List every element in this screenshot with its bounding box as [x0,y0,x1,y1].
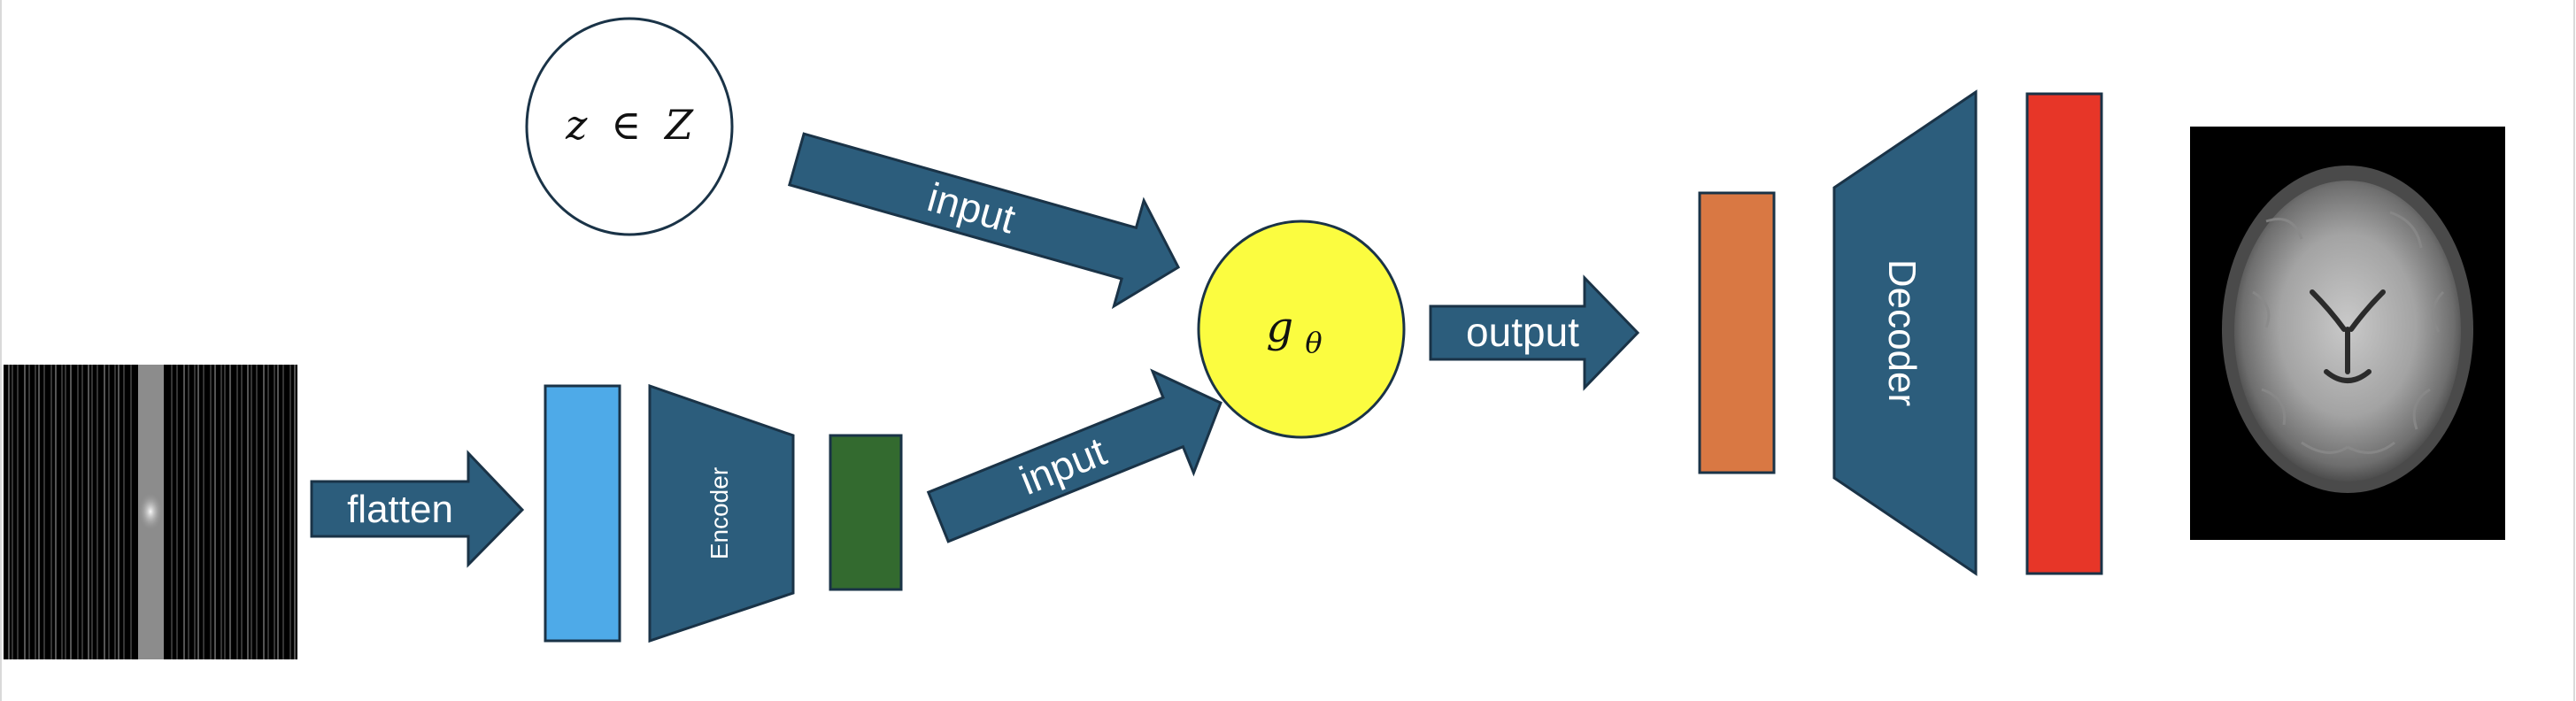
generator-symbol: g [1266,303,1293,352]
generator-subscript: θ [1305,326,1322,359]
latent-code-block [829,434,903,591]
decoder-output-block [2025,92,2103,575]
output-arrow: output [1429,274,1640,391]
input-arrow-top: input [787,132,1181,310]
encoder-block: Encoder [648,383,795,643]
flattened-vector-block [544,384,621,643]
latent-set: Z [663,101,694,149]
brain-ventricles [2310,289,2386,383]
output-label: output [1466,309,1579,355]
encoder-label: Encoder [706,467,733,559]
decoder-label: Decoder [1880,259,1924,406]
latent-variable-label: z ∈ Z [565,101,694,149]
kspace-sampling-lines [8,365,296,659]
decoder-input-block [1698,191,1776,474]
generator-label: g θ [1266,303,1322,359]
brain-folds [2252,211,2445,454]
latent-variable-node: z ∈ Z [525,17,734,236]
latent-var: z [565,101,588,149]
flatten-label: flatten [347,488,453,531]
kspace-image [4,365,297,659]
generator-node: g θ [1197,220,1406,439]
brain-mri-image [2190,127,2505,540]
kspace-center-peak [138,492,163,531]
input-arrow-bottom: input [926,368,1222,543]
flatten-arrow: flatten [310,450,525,568]
decoder-block: Decoder [1832,89,1978,576]
latent-op: ∈ [611,101,641,149]
